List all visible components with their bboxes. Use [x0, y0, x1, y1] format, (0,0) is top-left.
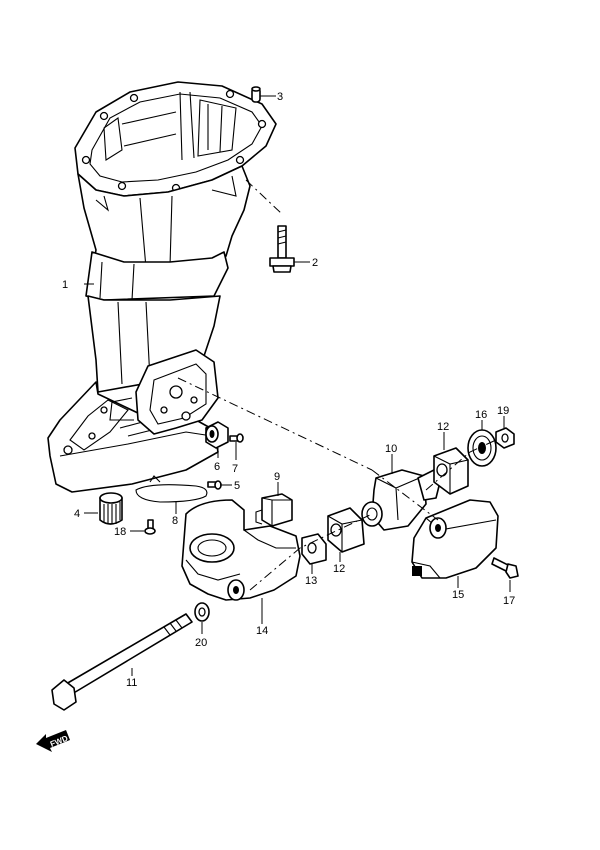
part-13-washer-plate	[301, 533, 327, 565]
callout-1: 1	[62, 279, 68, 291]
part-8-wire-clip	[135, 475, 208, 503]
callout-8: 8	[172, 515, 178, 527]
part-7-screw	[229, 433, 244, 443]
callout-15: 15	[452, 589, 464, 601]
callout-18: 18	[114, 526, 126, 538]
part-3-dowel-pin	[251, 86, 261, 103]
callout-7: 7	[232, 463, 238, 475]
callout-17: 17	[503, 595, 515, 607]
part-5-screw	[207, 480, 222, 490]
callout-5: 5	[234, 480, 240, 492]
part-15-mount-cover	[411, 499, 499, 579]
part-2-bolt	[269, 225, 295, 273]
callout-labels: 1 2 3 4 5 6 7 8 9 10 11 12 12 13 14 15 1…	[62, 91, 515, 689]
callout-14: 14	[256, 625, 268, 637]
part-4-mount-nut	[99, 492, 123, 525]
callout-19: 19	[497, 405, 509, 417]
forward-direction-badge: FWD	[36, 730, 70, 752]
callout-3: 3	[277, 91, 283, 103]
part-11-through-bolt	[51, 613, 193, 711]
part-20-washer	[194, 602, 210, 622]
part-12-rubber-mount-lower	[327, 507, 365, 553]
callout-10: 10	[385, 443, 397, 455]
part-9-rubber-block	[255, 493, 293, 527]
callout-11: 11	[126, 677, 137, 689]
callout-16: 16	[475, 409, 487, 421]
part-16-flanged-bushing	[467, 429, 497, 467]
callout-2: 2	[312, 257, 318, 269]
assembly-centerlines	[177, 179, 497, 591]
callout-9: 9	[274, 471, 280, 483]
callout-13: 13	[305, 575, 317, 587]
callout-6: 6	[214, 461, 220, 473]
part-14-lower-mount	[181, 499, 301, 601]
callout-12-upper: 12	[437, 421, 449, 433]
part-17-bolt	[491, 557, 519, 579]
drive-shaft-housing	[47, 81, 277, 493]
callout-12-lower: 12	[333, 563, 345, 575]
callout-20: 20	[195, 637, 207, 649]
part-10-rubber-mount	[361, 469, 441, 531]
part-18-screw	[144, 519, 156, 535]
part-19-nut	[495, 427, 515, 449]
part-6-bushing	[205, 421, 229, 449]
forward-arrow-icon	[36, 730, 70, 752]
leader-lines	[84, 95, 511, 676]
callout-4: 4	[74, 508, 80, 520]
